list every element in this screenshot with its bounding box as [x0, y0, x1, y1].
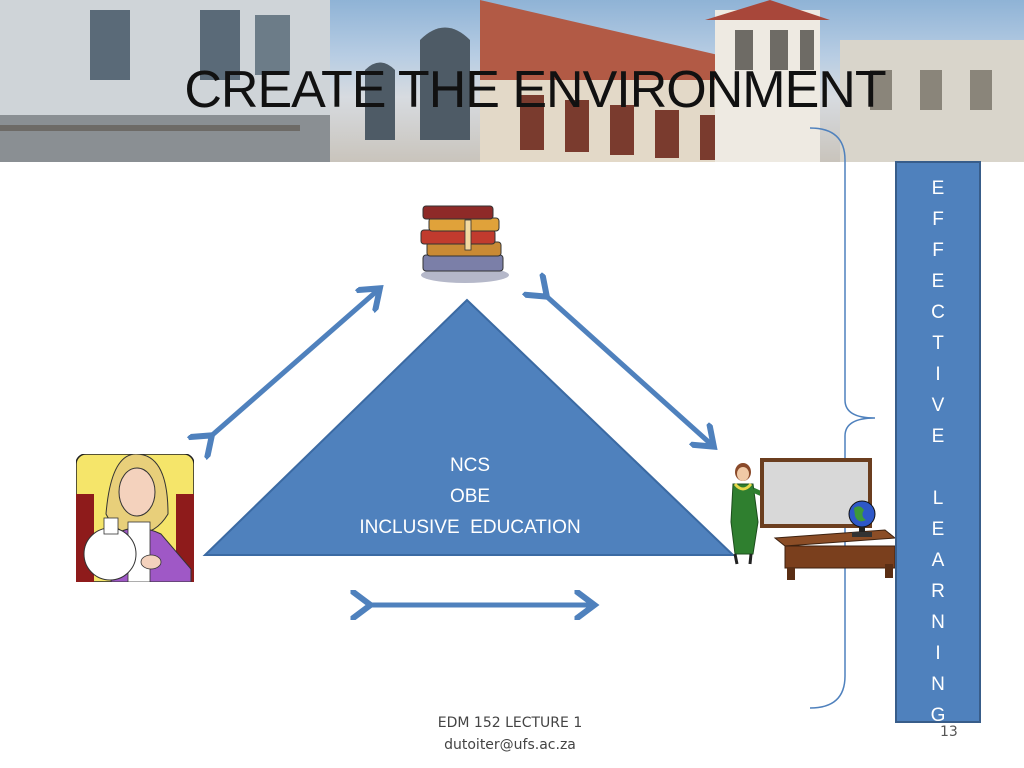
right-brace — [809, 127, 876, 709]
triangle-line-obe: OBE — [449, 486, 491, 507]
vbox-letter: L — [932, 488, 944, 509]
globe-clipart-icon — [848, 500, 876, 537]
triangle-line-inclusive-education: INCLUSIVE EDUCATION — [359, 517, 581, 538]
vbox-letter: E — [931, 426, 945, 447]
blackboard-clipart-icon — [760, 458, 895, 580]
effective-learning-box: E F F E C T I V E L E A R N I N G — [895, 161, 981, 726]
vbox-letter: I — [935, 364, 941, 385]
vbox-letter: E — [931, 519, 945, 540]
teacher-clipart-icon — [730, 463, 773, 565]
triangle-line-ncs: NCS — [449, 455, 491, 476]
vbox-letter: F — [932, 209, 944, 230]
vbox-letter: G — [930, 705, 946, 726]
vbox-letter: A — [931, 550, 945, 571]
vbox-letter: E — [931, 271, 945, 292]
vbox-letter: C — [931, 302, 945, 323]
vbox-letter: V — [931, 395, 945, 416]
vbox-letter: E — [931, 178, 945, 199]
arrow-parent-books — [210, 290, 378, 437]
vbox-letter: N — [931, 612, 945, 633]
triangle-label: NCS OBE INCLUSIVE EDUCATION — [330, 450, 610, 543]
slide-footer: EDM 152 LECTURE 1 dutoiter@ufs.ac.za — [380, 712, 640, 756]
vbox-letter: N — [931, 674, 945, 695]
vbox-letter — [897, 452, 979, 483]
footer-course: EDM 152 LECTURE 1 — [437, 715, 583, 731]
slide-title: CREATE THE ENVIRONMENT — [184, 61, 886, 119]
vbox-letter: R — [931, 581, 945, 602]
books-clipart-icon — [420, 205, 509, 283]
vbox-letter: T — [932, 333, 944, 354]
building-banner-image — [0, 0, 1024, 162]
footer-email: dutoiter@ufs.ac.za — [444, 737, 576, 753]
building-illustration — [0, 0, 1024, 162]
parent-clipart-icon — [76, 454, 194, 582]
vbox-letter: I — [935, 643, 941, 664]
vbox-letter: F — [932, 240, 944, 261]
arrow-books-teacher — [545, 295, 712, 445]
page-number: 13 — [940, 724, 958, 740]
